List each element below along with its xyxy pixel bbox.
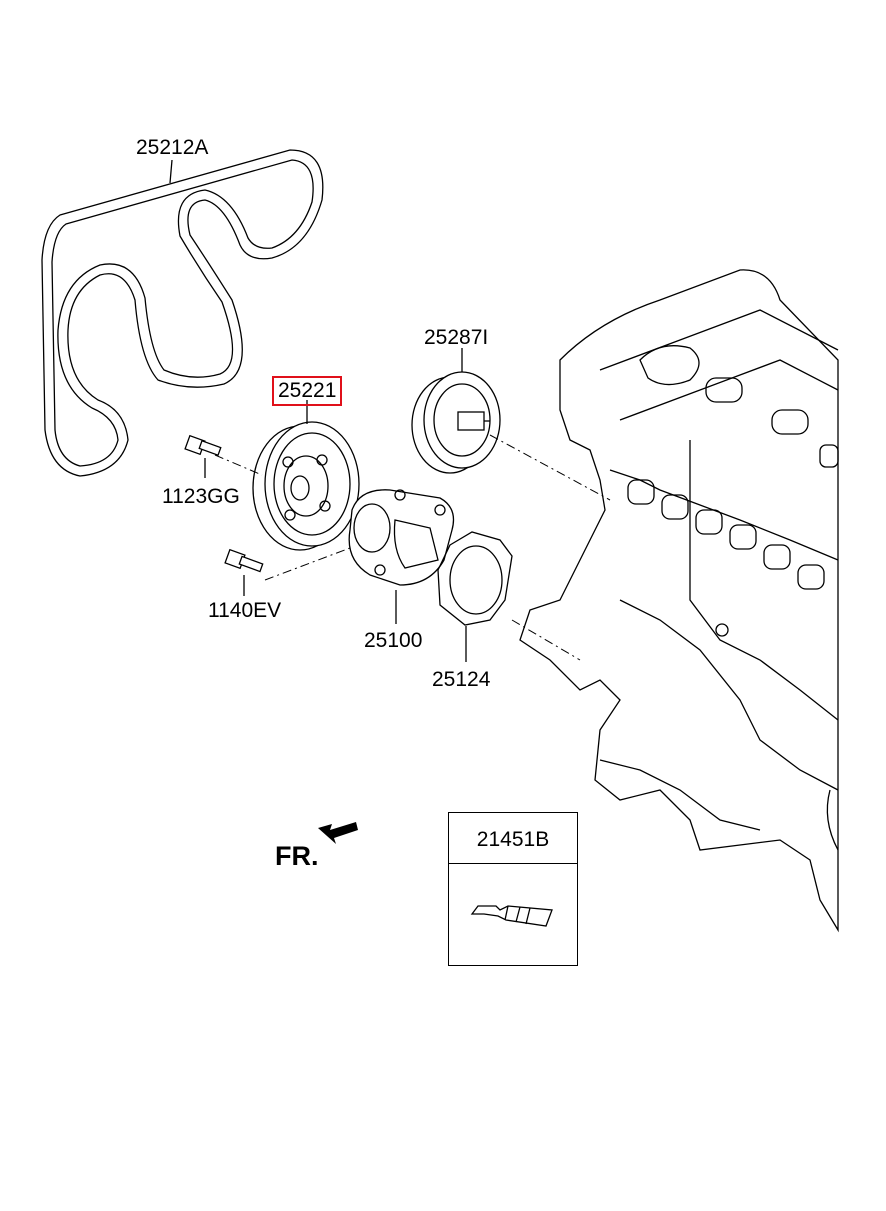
front-direction-label: FR. xyxy=(275,841,319,871)
idler-pulley-drawing[interactable] xyxy=(252,421,360,551)
callout-bolt-lower[interactable]: 1140EV xyxy=(208,599,282,622)
callout-water-pump[interactable]: 25100 xyxy=(364,629,423,652)
callout-idler-pulley[interactable]: 25221 xyxy=(272,376,343,406)
callout-tensioner[interactable]: 25287I xyxy=(424,326,489,349)
kit-divider xyxy=(449,863,577,864)
kit-label: 21451B xyxy=(476,828,550,851)
kit-box[interactable]: 21451B xyxy=(448,812,578,966)
belt-leader xyxy=(169,159,173,184)
sealant-tube-icon xyxy=(470,905,553,927)
bolt-1123gg-drawing[interactable] xyxy=(184,434,222,457)
callout-belt[interactable]: 25212A xyxy=(136,136,209,159)
engine-block-drawing xyxy=(519,269,839,933)
bolt-1140ev-drawing[interactable] xyxy=(224,548,264,573)
belt-drawing[interactable] xyxy=(41,149,324,477)
front-arrow-icon xyxy=(318,822,358,844)
tensioner-drawing[interactable] xyxy=(411,371,501,474)
assembly-lines xyxy=(214,434,611,661)
callout-bolt-upper[interactable]: 1123GG xyxy=(162,485,240,508)
gasket-drawing[interactable] xyxy=(437,531,513,626)
callout-gasket[interactable]: 25124 xyxy=(432,668,491,691)
water-pump-drawing[interactable] xyxy=(348,489,455,586)
